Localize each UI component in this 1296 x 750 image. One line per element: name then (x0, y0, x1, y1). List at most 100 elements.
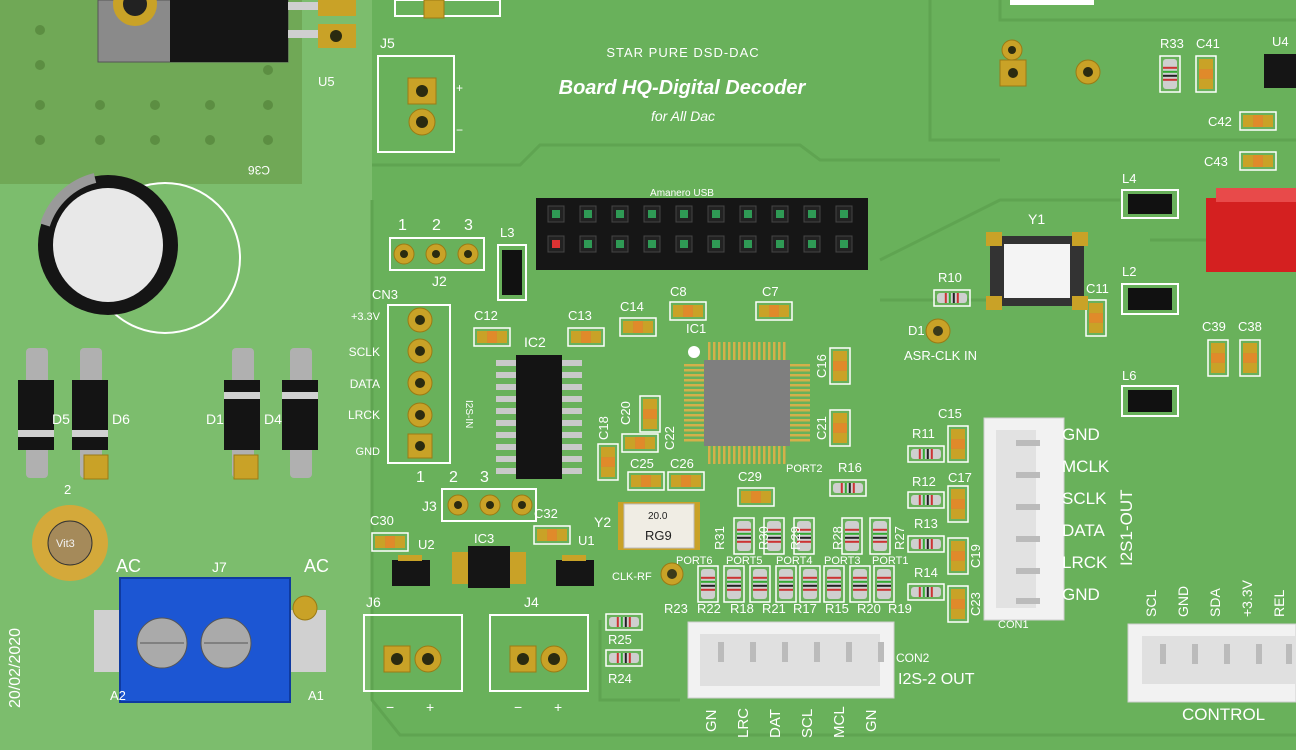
d5-label: D5 (52, 411, 70, 427)
resistor-body (853, 569, 867, 599)
j2-pin1: 1 (398, 217, 407, 234)
ic2-pin (560, 444, 582, 450)
resistor-band (873, 540, 887, 543)
r10-label: R10 (938, 270, 962, 285)
header-pin-pad (552, 210, 560, 218)
resistor-body (833, 483, 863, 493)
resistor-body (609, 617, 639, 627)
smd-body (951, 499, 965, 509)
ic1-pin (790, 404, 810, 407)
control-pin5: REL (1271, 590, 1287, 617)
header-pin-pad (744, 240, 752, 248)
asr-clk-label: ASR-CLK IN (904, 348, 977, 363)
ic1-pin (684, 369, 704, 372)
u2-regulator (392, 555, 430, 586)
smd-outline (473, 327, 511, 347)
u4-chip (1264, 54, 1296, 88)
resistor-band (922, 495, 925, 505)
smd-terminal (1089, 303, 1103, 314)
cn3-pin-4: LRCK (348, 408, 380, 422)
resistor-band (767, 528, 781, 531)
header-pin-pad (552, 240, 560, 248)
smd-outline (639, 395, 661, 433)
ac-left-label: AC (116, 556, 141, 576)
clkrf-hole (667, 569, 677, 579)
u5-label: U5 (318, 74, 335, 89)
smd-terminal (1199, 78, 1213, 89)
u5-regulator (97, 0, 356, 63)
smd-terminal (643, 418, 657, 429)
smd-terminal (951, 541, 965, 552)
ic1-pin (733, 342, 736, 360)
smd-terminal (537, 529, 548, 541)
ic1-pin (790, 434, 810, 437)
smd-terminal (394, 536, 405, 548)
usb-header-label: Amanero USB (650, 188, 714, 199)
j2-pin3: 3 (464, 217, 473, 234)
port4-label: PORT4 (776, 555, 812, 567)
ic1-pin (684, 434, 704, 437)
d1-led-label: D1 (908, 323, 925, 338)
cn3-pin-5: GND (356, 446, 381, 458)
smd-body (951, 599, 965, 609)
resistor-band (877, 588, 891, 591)
resistor-outline (763, 517, 785, 555)
ic1-pin (753, 446, 756, 464)
resistor-outline (733, 517, 755, 555)
resistor-band (727, 584, 741, 587)
smd-outline (947, 485, 969, 523)
resistor-body (803, 569, 817, 599)
top-pad (423, 0, 445, 19)
resistor-outline (823, 565, 845, 603)
smd-outline (755, 301, 793, 321)
date-label: 20/02/2020 (7, 628, 24, 708)
header-pin-pad (616, 210, 624, 218)
ic1-pin (790, 419, 810, 422)
smd-outline (371, 532, 409, 552)
header-pin-pad (808, 210, 816, 218)
smd-outline (829, 347, 851, 385)
r20-label: R20 (857, 601, 881, 616)
ic2-pin (496, 360, 518, 366)
resistor-band (803, 576, 817, 579)
c18-label: C18 (596, 416, 611, 440)
smd-terminal (1089, 322, 1103, 333)
resistor-band (753, 576, 767, 579)
port2-label: PORT2 (786, 463, 822, 475)
ic1-pin (748, 446, 751, 464)
con2-pin2: LRC (735, 708, 752, 738)
smd-terminal (778, 305, 789, 317)
ic1-pin (713, 446, 716, 464)
mounting-hole (32, 505, 108, 581)
ic2-pin (560, 420, 582, 426)
r19-label: R19 (888, 601, 912, 616)
smd-outline (1239, 151, 1277, 171)
smd-terminal (951, 560, 965, 571)
smd-outline (597, 443, 619, 481)
r24-label: R24 (608, 671, 632, 686)
ic1-pin (763, 342, 766, 360)
con1-pin1: GND (1062, 425, 1100, 444)
y2-crystal (618, 502, 700, 550)
ic1-pin (790, 389, 810, 392)
resistor-band (877, 584, 891, 587)
resistor-body (911, 587, 941, 597)
ic1-pin (738, 342, 741, 360)
resistor-band (930, 495, 933, 505)
j3-connector (441, 488, 537, 522)
c20-label: C20 (618, 401, 633, 425)
smd-body (641, 475, 651, 487)
c29-label: C29 (738, 469, 762, 484)
ic3-label: IC3 (474, 531, 494, 546)
board-title: Board HQ-Digital Decoder (559, 77, 807, 99)
ic1-pin (790, 374, 810, 377)
resistor-band (797, 536, 811, 539)
resistor-outline (907, 445, 945, 463)
resistor-body (737, 521, 751, 551)
smd-outline (619, 317, 657, 337)
ic1-pin (723, 342, 726, 360)
smd-terminal (1199, 59, 1213, 70)
cn3-pin-2: SCLK (349, 345, 380, 359)
ic1-pin (748, 342, 751, 360)
r13-label: R13 (914, 516, 938, 531)
